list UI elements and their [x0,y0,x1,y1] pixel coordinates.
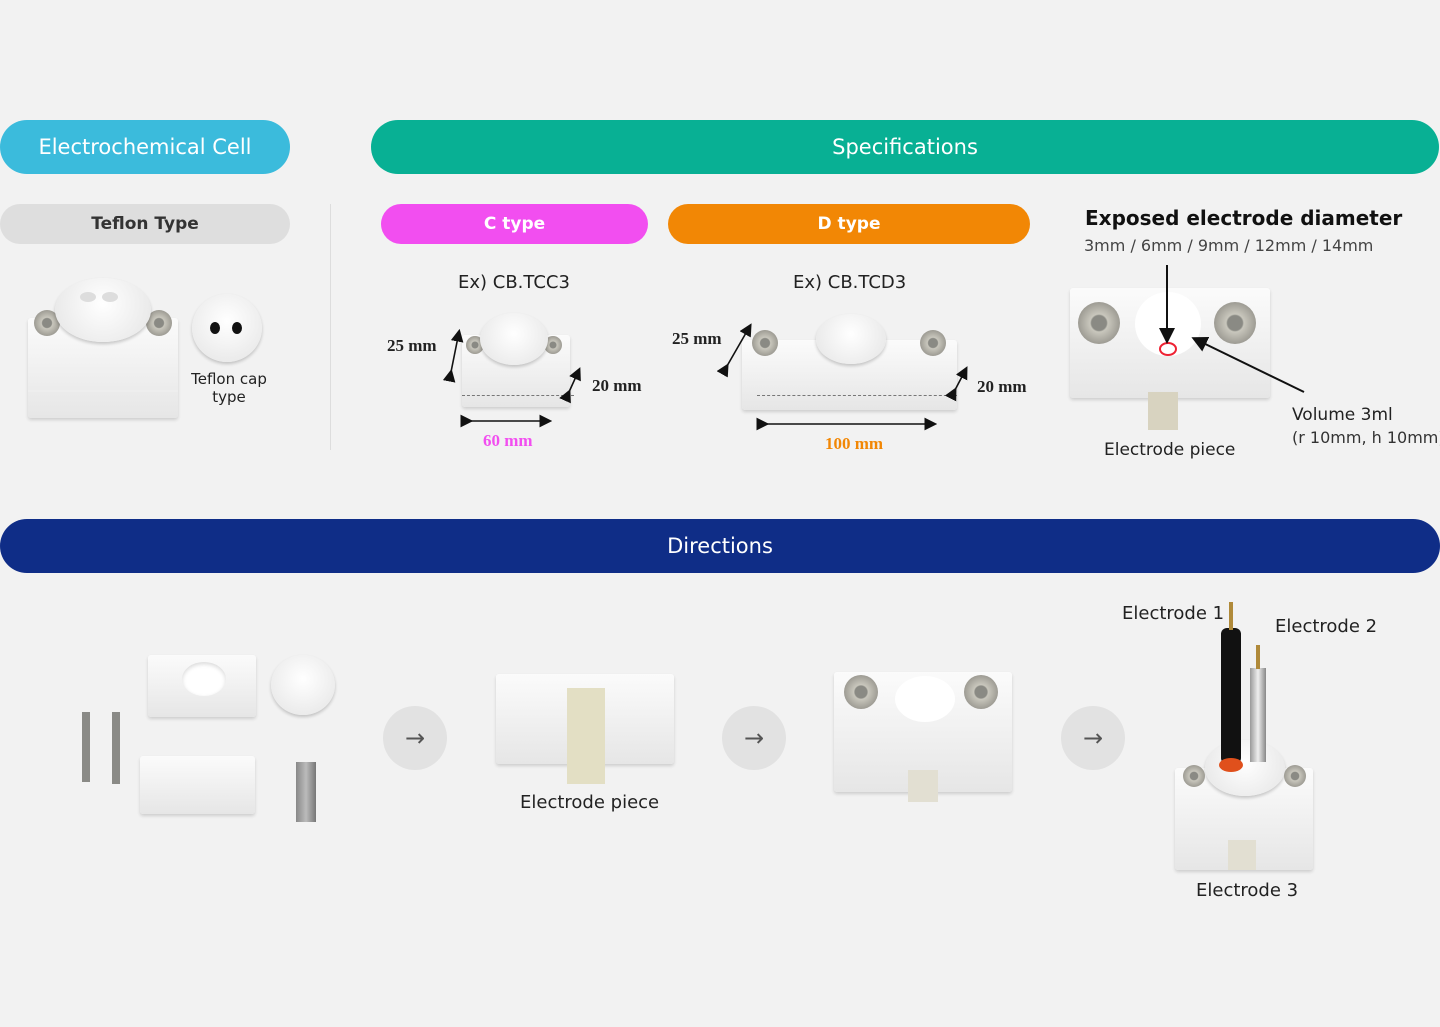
electrode3-label: Electrode 3 [1196,880,1299,901]
step2-label: Electrode piece [520,792,660,813]
electrode2-label: Electrode 2 [1275,616,1378,637]
d-depth-dim: 20 mm [977,377,1027,396]
volume-detail: (r 10mm, h 10mm) [1292,428,1440,447]
directions-header: Directions [0,519,1440,573]
electrode1-label: Electrode 1 [1122,603,1225,624]
c-type-example: Ex) CB.TCC3 [458,272,570,293]
specifications-header: Specifications [371,120,1439,174]
exposed-title: Exposed electrode diameter [1085,206,1403,230]
d-type-label: D type [668,204,1030,244]
c-height-dim: 25 mm [387,336,437,355]
step-arrow-icon: → [1061,706,1125,770]
electrochemical-cell-header: Electrochemical Cell [0,120,290,174]
divider [330,204,331,450]
c-width-dim: 60 mm [483,431,533,450]
c-depth-dim: 20 mm [592,376,642,395]
step-arrow-icon: → [383,706,447,770]
d-width-dim: 100 mm [825,434,884,453]
volume-label: Volume 3ml [1292,405,1393,425]
d-type-example: Ex) CB.TCD3 [793,272,907,293]
exposed-sizes: 3mm / 6mm / 9mm / 12mm / 14mm [1084,236,1374,255]
d-height-dim: 25 mm [672,329,722,348]
electrode-piece-label: Electrode piece [1104,440,1236,460]
teflon-type-label: Teflon Type [0,204,290,244]
step-arrow-icon: → [722,706,786,770]
c-type-label: C type [381,204,648,244]
